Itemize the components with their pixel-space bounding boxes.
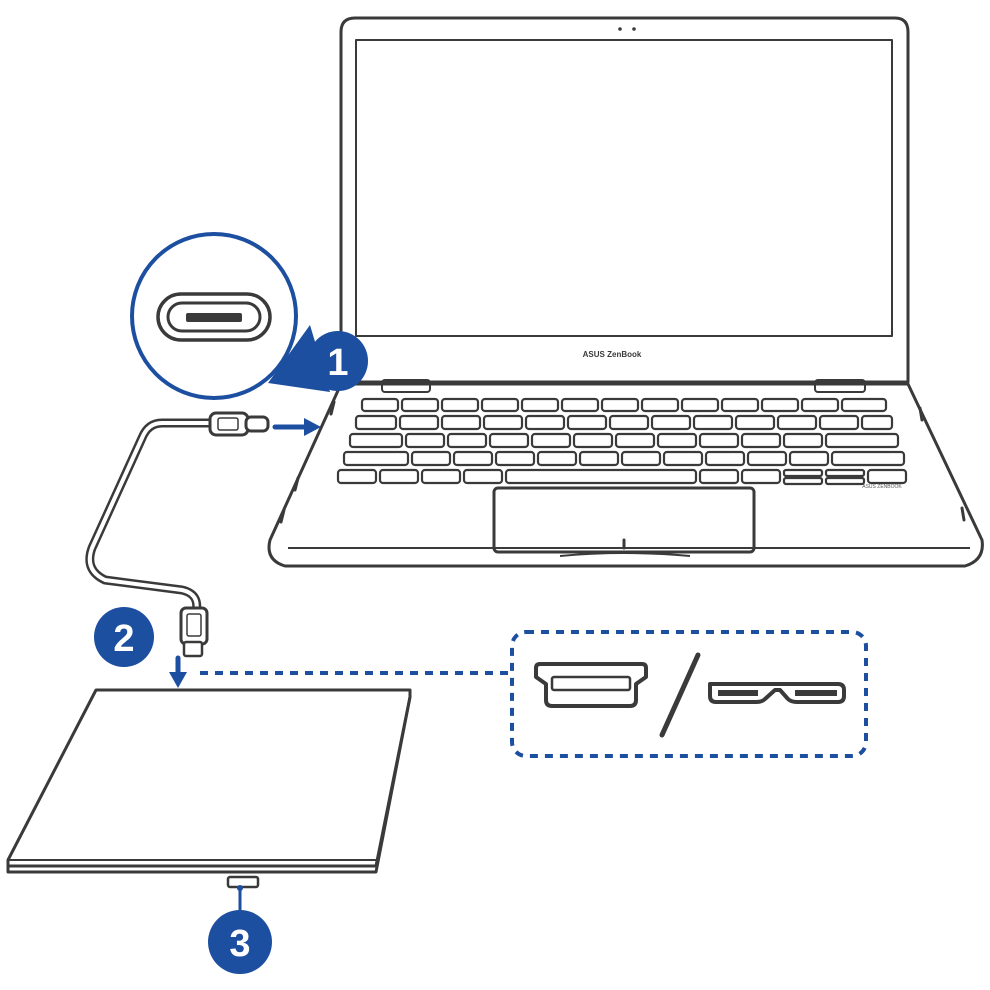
- optical-drive-icon: [6, 688, 412, 910]
- usb-cable-icon: [85, 411, 270, 658]
- step-badge-1: 1: [308, 331, 368, 391]
- touchpad: [492, 486, 756, 554]
- step-badge-3: 3: [208, 910, 272, 974]
- usb-c-plug-icon: [208, 411, 270, 437]
- hinge-right: [814, 379, 866, 393]
- eject-button-icon: [226, 875, 260, 889]
- hinge-left: [381, 379, 431, 393]
- laptop-brand-label: ASUS ZenBook: [583, 350, 642, 359]
- step-badge-1-label: 1: [327, 342, 348, 384]
- arrow-to-drive-head: [169, 672, 187, 688]
- step-badge-2-label: 2: [113, 618, 134, 660]
- laptop-icon: ASUS ZenBook: [267, 16, 984, 568]
- step-badge-3-label: 3: [229, 923, 250, 965]
- webcam-light-icon: [632, 27, 636, 31]
- laptop-corner-label: ASUS ZENBOOK: [862, 484, 902, 490]
- side-port-right-2: [960, 506, 966, 522]
- micro-usb-port-icon: [534, 662, 648, 708]
- laptop-front-notch: [559, 552, 691, 557]
- usb3-micro-b-port-icon: [708, 682, 846, 704]
- keyboard: [336, 397, 908, 486]
- side-port-left-2: [293, 476, 300, 492]
- laptop-base: [267, 382, 984, 568]
- step-badge-2: 2: [94, 607, 154, 667]
- callout-dot-3: [237, 885, 243, 891]
- side-port-usbc: [329, 400, 336, 416]
- arrow-to-laptop-head: [304, 418, 321, 436]
- slash-divider: [659, 652, 701, 738]
- laptop-lid: [339, 16, 910, 384]
- usb-c-port-callout: [130, 232, 330, 400]
- side-port-right-1: [918, 406, 924, 422]
- port-types-box: [510, 630, 868, 758]
- webcam-icon: [618, 27, 622, 31]
- micro-usb-plug-icon: [179, 606, 209, 658]
- usb-c-port-icon: [156, 292, 272, 342]
- laptop-screen: [355, 39, 893, 337]
- side-port-left-3: [279, 508, 286, 524]
